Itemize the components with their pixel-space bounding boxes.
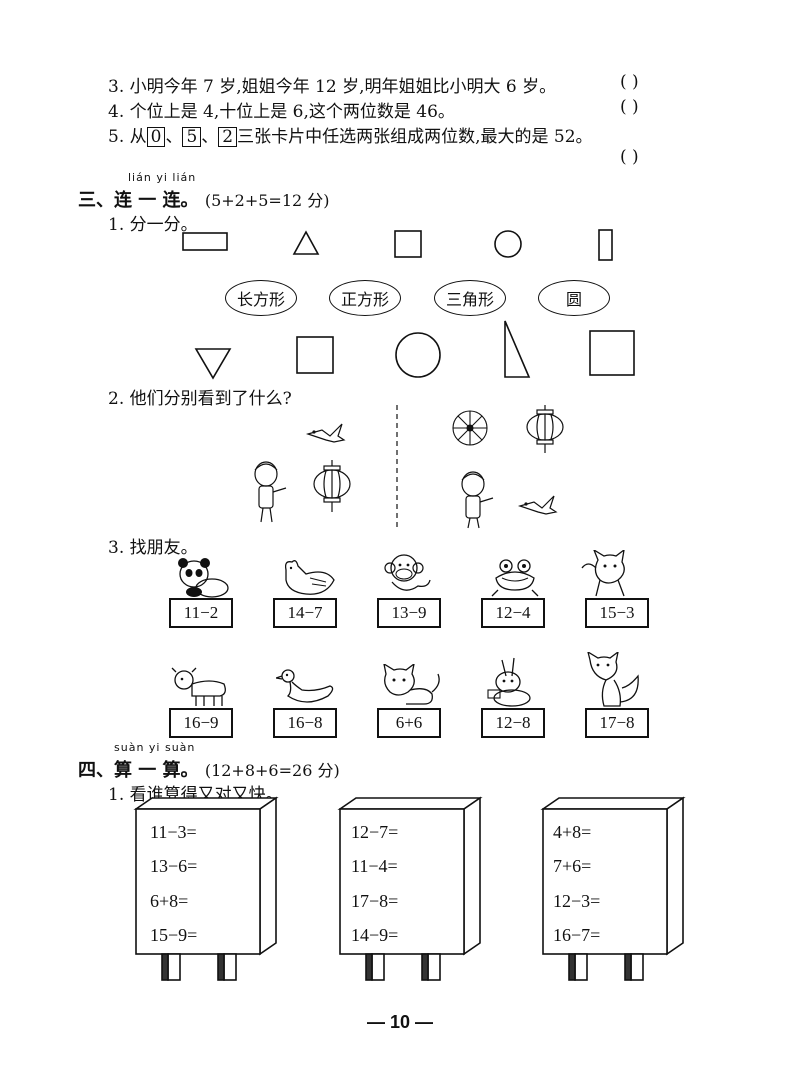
scene-svg: [254, 405, 564, 529]
equation[interactable]: 12−3=: [553, 891, 601, 911]
friend-card[interactable]: 13−9: [377, 598, 441, 628]
friend-card[interactable]: 6+6: [377, 708, 441, 738]
number-card-0: 0: [146, 127, 166, 147]
boards-svg: [133, 796, 686, 981]
lantern-icon: [526, 405, 564, 453]
friend-card[interactable]: 14−7: [273, 598, 337, 628]
fox-icon: [587, 652, 639, 707]
section4-heading: 四、算 一 算。 (12+8+6=26 分): [78, 756, 340, 782]
equation[interactable]: 6+8=: [150, 891, 189, 911]
board-frame: [540, 796, 686, 981]
judge-item-4: 4. 个位上是 4,十位上是 6,这个两位数是 46。: [108, 102, 455, 122]
number-card-2: 2: [218, 127, 238, 147]
answer-paren-3[interactable]: ( ): [620, 72, 639, 92]
equation[interactable]: 11−4=: [351, 856, 398, 876]
square-shape-large-2: [589, 330, 635, 376]
friend-card[interactable]: 16−9: [169, 708, 233, 738]
section3-points: (5+2+5=12 分): [204, 191, 330, 210]
section4-points: (12+8+6=26 分): [204, 761, 340, 780]
board-frame: [133, 796, 279, 981]
label-triangle[interactable]: 三角形: [434, 280, 506, 316]
section3-heading: 三、连 一 连。 (5+2+5=12 分): [78, 186, 330, 212]
number-card-5: 5: [182, 127, 202, 147]
calf-icon: [171, 667, 226, 706]
panda-icon: [178, 558, 229, 598]
section3-title: 三、连 一 连: [78, 190, 181, 211]
equation[interactable]: 17−8=: [351, 891, 399, 911]
circle-shape-large: [395, 332, 441, 378]
equation[interactable]: 4+8=: [553, 822, 592, 842]
separator: 、: [201, 127, 219, 147]
question-3-2: 2. 他们分别看到了什么?: [108, 389, 292, 409]
question-3-3: 3. 找朋友。: [108, 538, 198, 558]
equation[interactable]: 14−9=: [351, 925, 399, 945]
label-circle[interactable]: 圆: [538, 280, 610, 316]
section4-dot: 。: [180, 760, 199, 781]
judge-item-5-prefix: 5. 从: [108, 127, 147, 147]
inverted-triangle-shape: [194, 348, 232, 380]
duck-icon: [276, 669, 334, 703]
cat-icon: [581, 550, 625, 597]
equation[interactable]: 13−6=: [150, 856, 198, 876]
section4-pinyin: suàn yi suàn: [114, 741, 196, 754]
section3-dot: 。: [180, 190, 199, 211]
rectangle-shape: [182, 232, 228, 251]
friend-card[interactable]: 11−2: [169, 598, 233, 628]
label-rectangle[interactable]: 长方形: [225, 280, 297, 316]
friend-card[interactable]: 15−3: [585, 598, 649, 628]
board-frame: [337, 796, 483, 981]
equation[interactable]: 16−7=: [553, 925, 601, 945]
friend-card[interactable]: 16−8: [273, 708, 337, 738]
girl-icon: [461, 471, 494, 529]
frog-icon: [491, 559, 539, 597]
section4-title: 四、算 一 算: [78, 760, 181, 781]
judge-item-3: 3. 小明今年 7 岁,姐姐今年 12 岁,明年姐姐比小明大 6 岁。: [108, 77, 557, 97]
bird-icon: [517, 495, 558, 515]
judge-item-5-text: 三张卡片中任选两张组成两位数,最大的是 52。: [237, 127, 593, 147]
friend-card[interactable]: 17−8: [585, 708, 649, 738]
page-number: — 10 —: [366, 1012, 434, 1032]
monkey-icon: [384, 554, 431, 591]
separator: 、: [165, 127, 183, 147]
equation[interactable]: 11−3=: [150, 822, 197, 842]
equation[interactable]: 12−7=: [351, 822, 399, 842]
square-shape: [394, 230, 422, 258]
equation[interactable]: 15−9=: [150, 925, 198, 945]
square-shape-large: [296, 336, 334, 374]
girl-icon: [254, 461, 287, 523]
tall-rectangle-shape: [598, 229, 613, 261]
friend-card[interactable]: 12−4: [481, 598, 545, 628]
lantern-icon: [313, 460, 351, 512]
umbrella-icon: [452, 410, 488, 446]
question-3-1: 1. 分一分。: [108, 215, 198, 235]
rabbit-icon: [487, 657, 531, 707]
circle-shape: [494, 230, 522, 258]
cat-icon: [383, 664, 440, 705]
section3-pinyin: lián yi lián: [128, 171, 197, 184]
bird-icon: [305, 423, 346, 443]
shapes-svg: [182, 229, 635, 380]
answer-paren-5[interactable]: ( ): [620, 147, 639, 167]
friend-card[interactable]: 12−8: [481, 708, 545, 738]
answer-paren-4[interactable]: ( ): [620, 97, 639, 117]
equation[interactable]: 7+6=: [553, 856, 592, 876]
hen-icon: [284, 560, 335, 595]
triangle-shape: [292, 230, 320, 255]
right-triangle-shape: [504, 320, 531, 378]
label-square[interactable]: 正方形: [329, 280, 401, 316]
